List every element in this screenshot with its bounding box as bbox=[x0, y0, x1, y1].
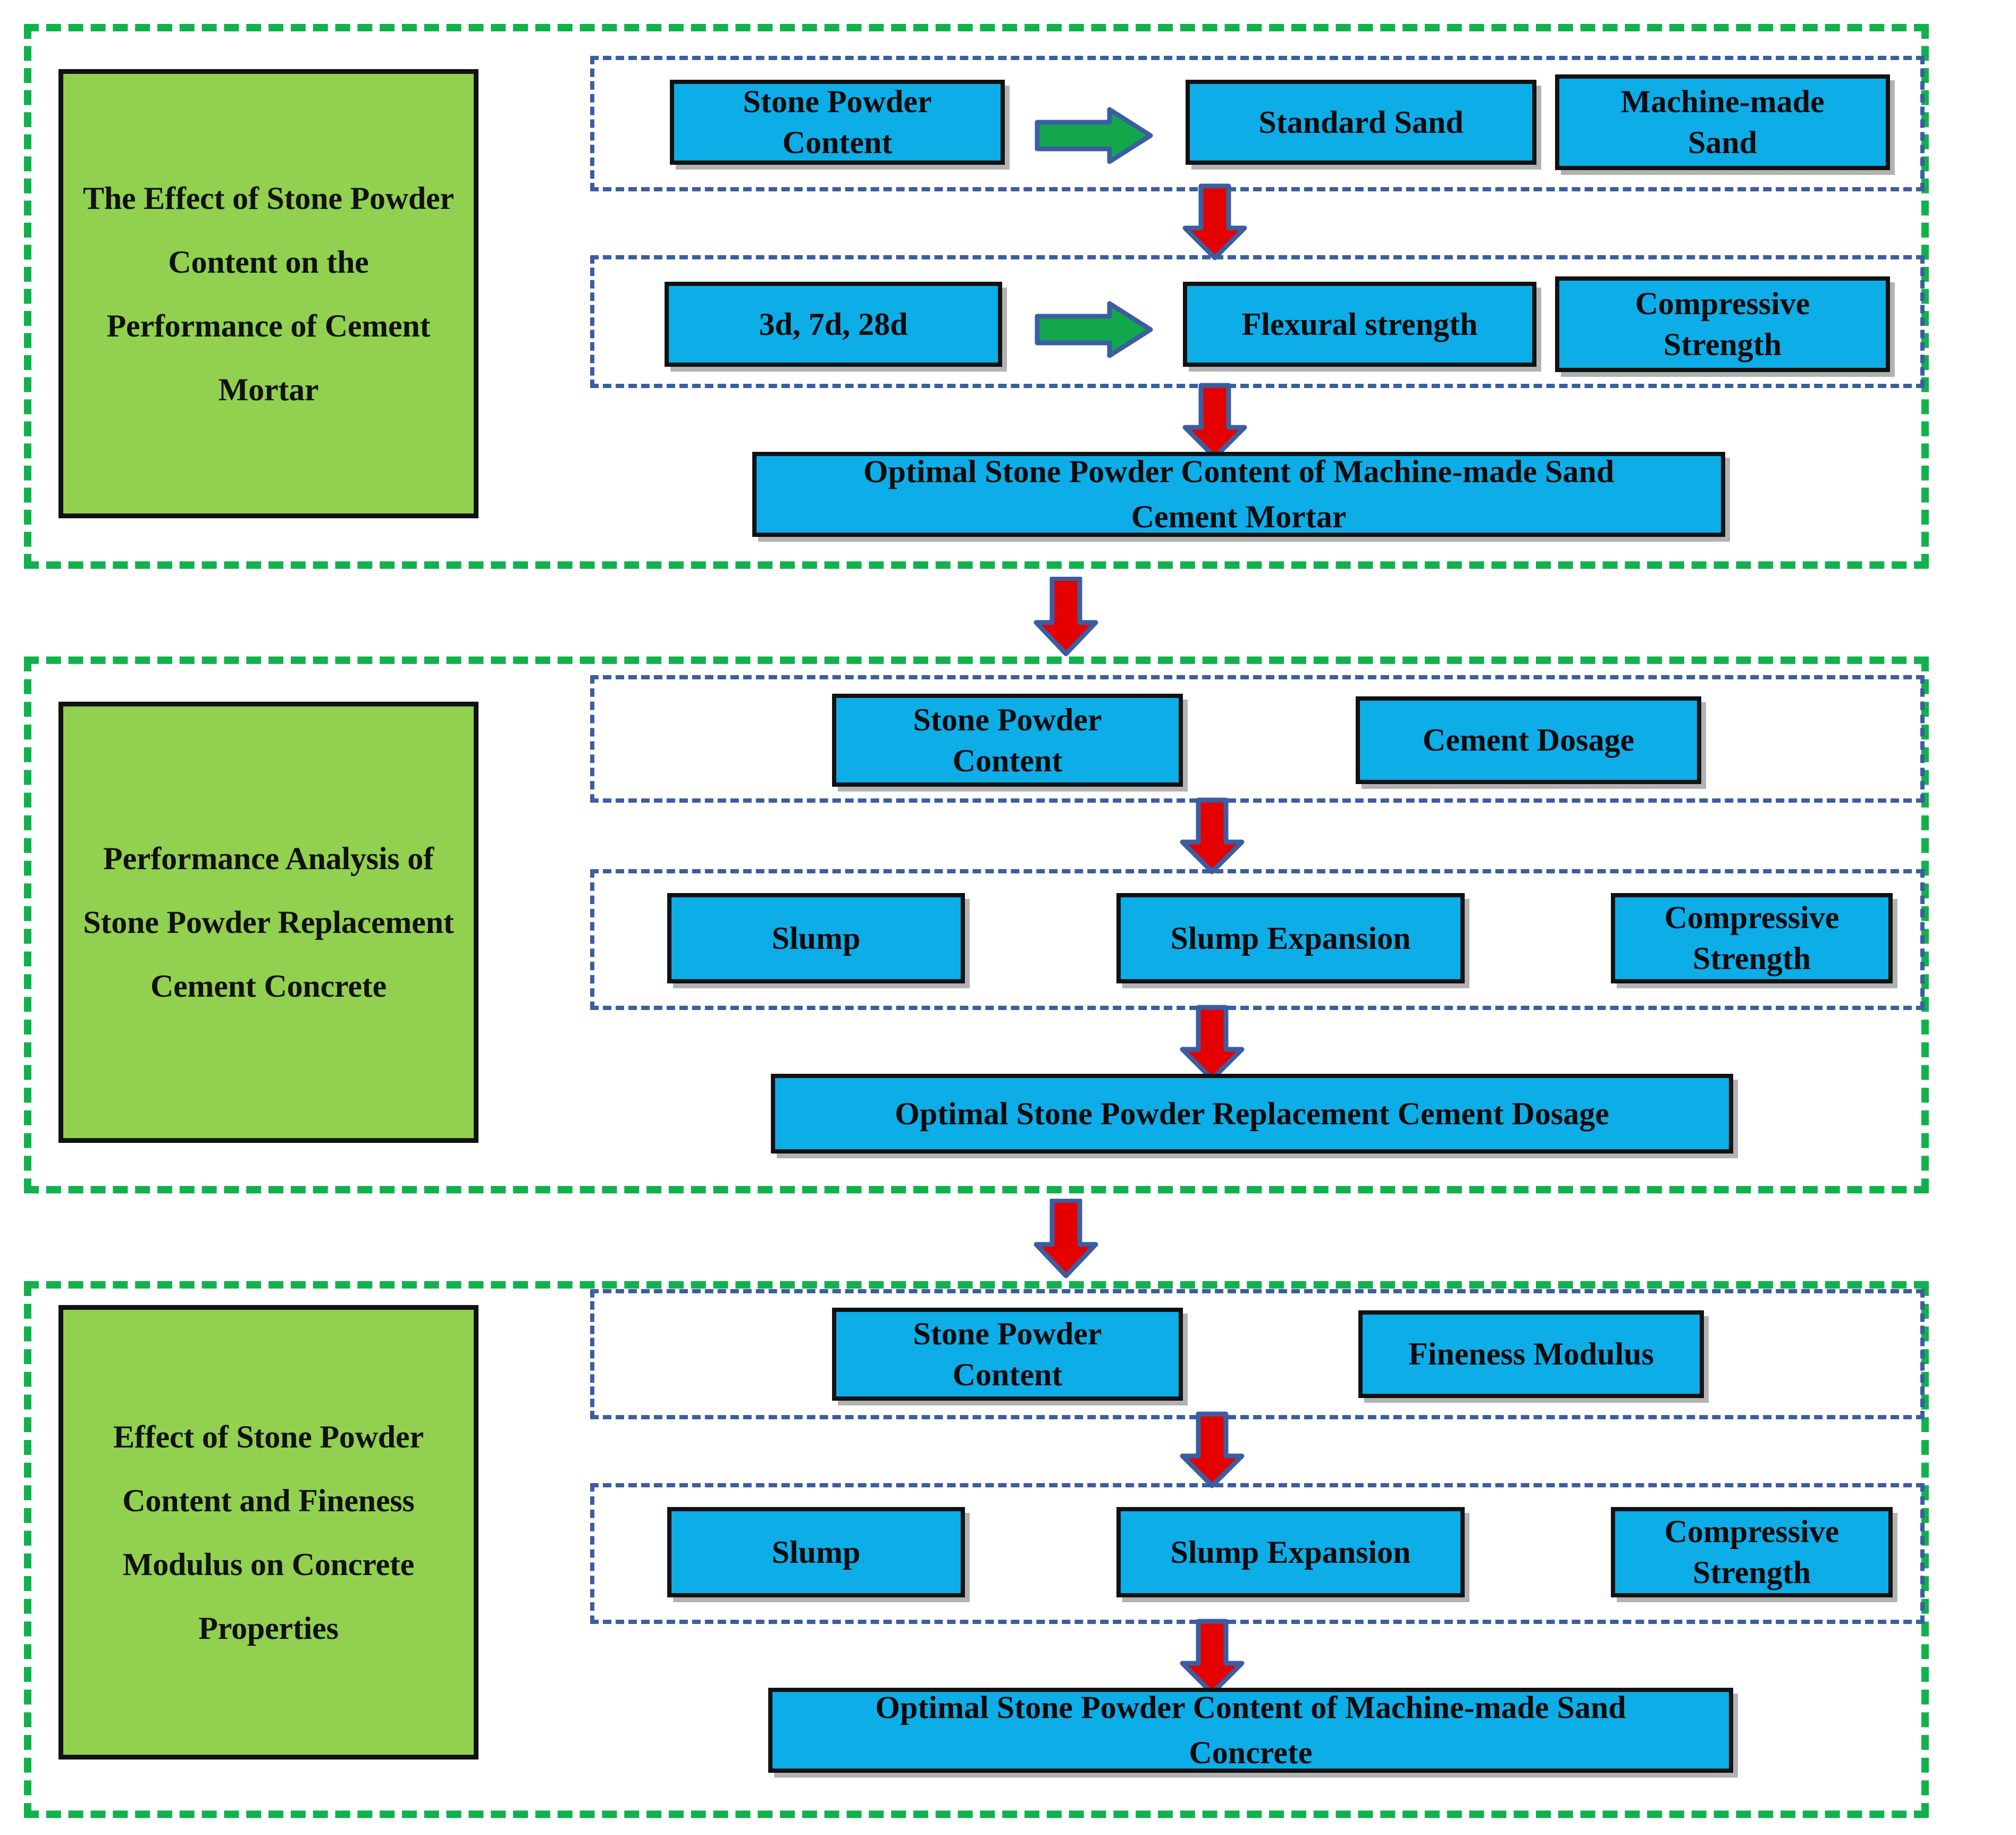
box-label: Stone Powder Content bbox=[743, 84, 932, 160]
red-down-arrow-4 bbox=[1170, 1005, 1255, 1082]
group-2-2-boundary bbox=[590, 869, 1925, 1010]
group-1-1-boundary bbox=[590, 56, 1925, 191]
red-down-arrow-1 bbox=[1172, 183, 1257, 260]
group-1-2-boundary bbox=[590, 255, 1925, 388]
red-down-arrow-3 bbox=[1170, 797, 1255, 874]
box-label: Stone Powder Content bbox=[913, 702, 1102, 778]
section-2-boundary bbox=[24, 656, 1929, 1193]
section-1-title-panel: The Effect of Stone Powder Content on th… bbox=[58, 69, 478, 518]
box-compressive-strength-3: Compressive Strength bbox=[1611, 1507, 1893, 1597]
box-label: Machine-made Sand bbox=[1620, 84, 1825, 160]
box-label: 3d, 7d, 28d bbox=[759, 306, 908, 342]
red-down-arrow-5 bbox=[1170, 1411, 1255, 1488]
group-3-1-boundary bbox=[590, 1289, 1925, 1419]
group-2-1-boundary bbox=[590, 675, 1925, 803]
box-flexural-strength: Flexural strength bbox=[1183, 282, 1536, 367]
red-down-arrow-section-2-to-3 bbox=[1023, 1199, 1108, 1278]
box-fineness-modulus: Fineness Modulus bbox=[1358, 1310, 1704, 1398]
red-down-arrow-2 bbox=[1172, 383, 1257, 460]
box-label: Slump Expansion bbox=[1170, 1534, 1411, 1570]
green-right-arrow-2 bbox=[1034, 300, 1154, 359]
box-outcome-section-3: Optimal Stone Powder Content of Machine-… bbox=[768, 1688, 1733, 1773]
box-label: Compressive Strength bbox=[1664, 900, 1839, 976]
box-label: Flexural strength bbox=[1241, 306, 1478, 342]
box-label: Compressive Strength bbox=[1664, 1514, 1839, 1590]
section-2-title: Performance Analysis of Stone Powder Rep… bbox=[83, 841, 454, 1004]
section-3-boundary bbox=[24, 1281, 1929, 1818]
red-down-arrow-section-1-to-2 bbox=[1023, 577, 1108, 656]
section-2-title-panel: Performance Analysis of Stone Powder Rep… bbox=[58, 702, 478, 1143]
box-outcome-section-1: Optimal Stone Powder Content of Machine-… bbox=[752, 452, 1725, 537]
box-label: Fineness Modulus bbox=[1408, 1336, 1654, 1372]
box-outcome-section-2: Optimal Stone Powder Replacement Cement … bbox=[771, 1074, 1733, 1154]
box-label: Compressive Strength bbox=[1635, 286, 1810, 362]
group-3-2-boundary bbox=[590, 1483, 1925, 1624]
box-curing-ages: 3d, 7d, 28d bbox=[665, 282, 1002, 367]
red-down-arrow-6 bbox=[1170, 1619, 1255, 1696]
green-right-arrow-1 bbox=[1034, 106, 1154, 165]
box-stone-powder-content-1: Stone Powder Content bbox=[670, 80, 1005, 165]
box-label: Standard Sand bbox=[1258, 104, 1464, 140]
box-standard-sand: Standard Sand bbox=[1186, 80, 1536, 165]
box-label: Optimal Stone Powder Content of Machine-… bbox=[863, 453, 1615, 534]
box-compressive-strength-2: Compressive Strength bbox=[1611, 893, 1893, 983]
box-label: Slump Expansion bbox=[1170, 920, 1411, 956]
box-label: Slump bbox=[771, 920, 861, 956]
box-label: Stone Powder Content bbox=[913, 1316, 1102, 1392]
box-slump-expansion-2: Slump Expansion bbox=[1116, 893, 1465, 983]
box-stone-powder-content-2: Stone Powder Content bbox=[832, 694, 1183, 787]
section-3-title-panel: Effect of Stone Powder Content and Finen… bbox=[58, 1305, 478, 1760]
section-3-title: Effect of Stone Powder Content and Finen… bbox=[113, 1419, 424, 1646]
box-label: Optimal Stone Powder Replacement Cement … bbox=[895, 1096, 1609, 1131]
box-compressive-strength-1: Compressive Strength bbox=[1555, 276, 1890, 372]
box-slump-expansion-3: Slump Expansion bbox=[1116, 1507, 1465, 1597]
box-stone-powder-content-3: Stone Powder Content bbox=[832, 1308, 1183, 1401]
box-label: Cement Dosage bbox=[1422, 722, 1635, 758]
section-1-title: The Effect of Stone Powder Content on th… bbox=[83, 180, 454, 407]
box-machine-made-sand: Machine-made Sand bbox=[1555, 74, 1890, 170]
box-cement-dosage: Cement Dosage bbox=[1356, 696, 1701, 784]
box-slump-2: Slump bbox=[667, 893, 965, 983]
box-slump-3: Slump bbox=[667, 1507, 965, 1597]
box-label: Optimal Stone Powder Content of Machine-… bbox=[875, 1689, 1626, 1770]
box-label: Slump bbox=[771, 1534, 861, 1570]
